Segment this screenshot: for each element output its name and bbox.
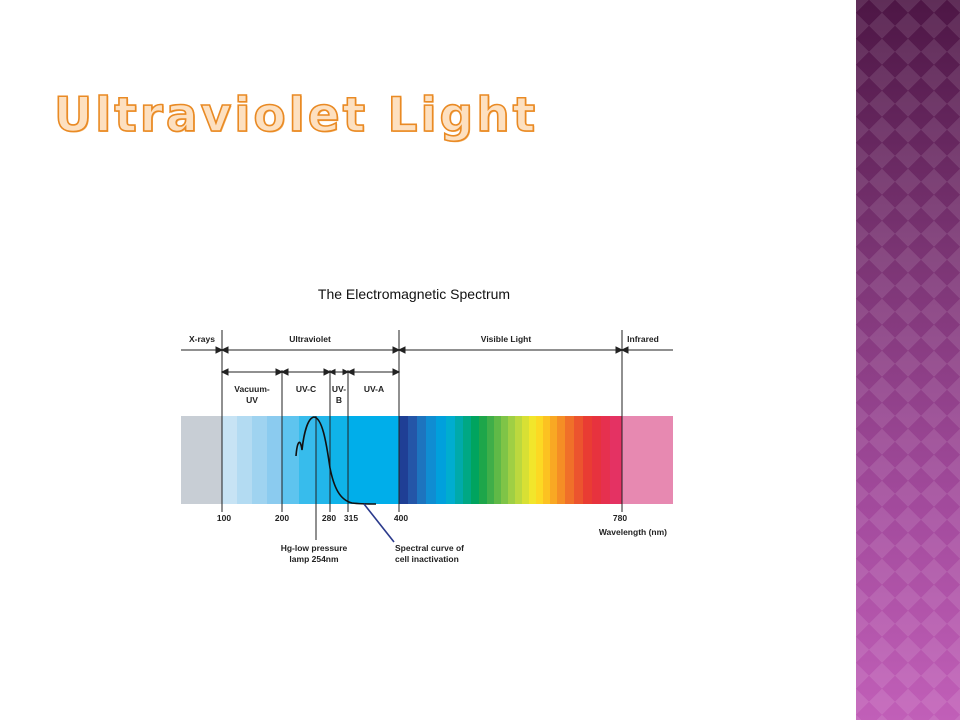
band-label-vacuum-uv-line2: UV (246, 395, 258, 405)
visible-band-13 (501, 416, 508, 504)
visible-band-7 (455, 416, 463, 504)
uvc-band-2 (299, 416, 316, 504)
tick-label-780: 780 (613, 513, 627, 523)
visible-band-11 (487, 416, 494, 504)
visible-band-1 (399, 416, 408, 504)
visible-band-25 (592, 416, 601, 504)
vacuum-uv-band-2 (237, 416, 252, 504)
visible-band-21 (557, 416, 565, 504)
slide-title: Ultraviolet Light (53, 88, 539, 143)
visible-band-4 (426, 416, 436, 504)
visible-band-10 (479, 416, 487, 504)
band-label-vacuum-uv-line1: Vacuum- (234, 384, 270, 394)
visible-band-6 (446, 416, 455, 504)
visible-band-9 (471, 416, 479, 504)
uvc-band-3 (316, 416, 330, 504)
cell-inactivation-curve (295, 416, 377, 505)
callout-lamp-line1: Hg-low pressure (281, 543, 348, 553)
uva-band (348, 416, 399, 504)
visible-band-16 (522, 416, 529, 504)
boundary-lines (221, 330, 623, 540)
visible-band-17 (529, 416, 536, 504)
visible-band-15 (515, 416, 522, 504)
region-arrows (181, 346, 673, 354)
region-label-ultraviolet: Ultraviolet (289, 334, 331, 344)
spectrum-bar (181, 416, 673, 504)
diagram-title: The Electromagnetic Spectrum (318, 286, 510, 302)
tick-label-100: 100 (217, 513, 231, 523)
visible-band-26 (601, 416, 610, 504)
visible-band-3 (417, 416, 426, 504)
band-label-uva: UV-A (364, 384, 384, 394)
band-label-uvb-line1: UV- (332, 384, 346, 394)
vacuum-uv-band-1 (222, 416, 237, 504)
region-label-infrared: Infrared (627, 334, 659, 344)
visible-band-23 (574, 416, 583, 504)
visible-band-8 (463, 416, 471, 504)
visible-band-27 (610, 416, 622, 504)
infrared-band (622, 416, 673, 504)
visible-band-5 (436, 416, 446, 504)
callout-curve-line1: Spectral curve of (395, 543, 464, 553)
axis-unit-label: Wavelength (nm) (599, 527, 667, 537)
visible-band-2 (408, 416, 417, 504)
vacuum-uv-band-4 (267, 416, 282, 504)
vacuum-uv-band-3 (252, 416, 267, 504)
uvb-band (330, 416, 348, 504)
tick-label-400: 400 (394, 513, 408, 523)
xray-band (181, 416, 222, 504)
uv-band-arrows (220, 368, 401, 376)
curve-pointer-line (363, 503, 395, 543)
region-label-visible-light: Visible Light (481, 334, 532, 344)
tick-label-200: 200 (275, 513, 289, 523)
band-label-uvb-line2: B (336, 395, 342, 405)
tick-label-280: 280 (322, 513, 336, 523)
visible-band-12 (494, 416, 501, 504)
decorative-side-panel (856, 0, 960, 720)
callout-lamp-line2: lamp 254nm (289, 554, 339, 564)
visible-band-24 (583, 416, 592, 504)
visible-band-20 (550, 416, 557, 504)
visible-band-19 (543, 416, 550, 504)
band-label-uvc: UV-C (296, 384, 316, 394)
uvc-band-1 (282, 416, 299, 504)
visible-band-14 (508, 416, 515, 504)
tick-label-315: 315 (344, 513, 358, 523)
visible-band-18 (536, 416, 543, 504)
callout-curve-line2: cell inactivation (395, 554, 459, 564)
region-label-xrays: X-rays (189, 334, 215, 344)
visible-band-22 (565, 416, 574, 504)
